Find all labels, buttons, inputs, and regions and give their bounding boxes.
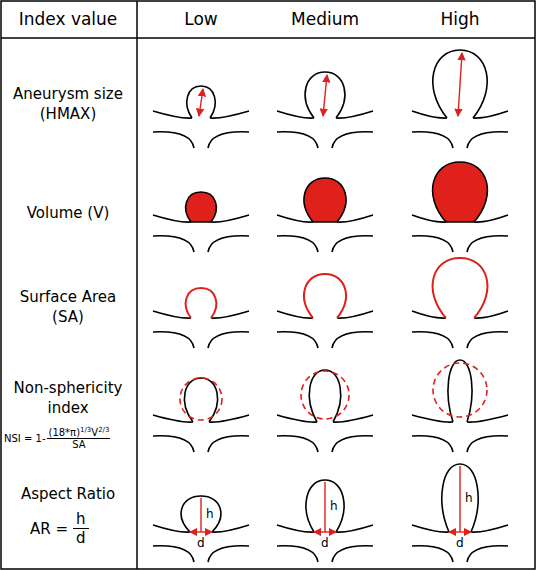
volume-fill xyxy=(304,178,346,222)
aneurysm-dome xyxy=(184,378,217,422)
column-header-cell: Medium xyxy=(270,8,380,31)
column-header: High xyxy=(440,9,479,29)
aneurysm-dome xyxy=(305,72,345,118)
denominator: SA xyxy=(47,438,110,450)
aneurysm-dome xyxy=(442,464,478,532)
dimension-label: d xyxy=(321,536,329,550)
height-arrow xyxy=(323,75,327,116)
dimension-label-cell: h xyxy=(465,490,485,506)
reference-sphere xyxy=(180,378,222,420)
formula-text: d xyxy=(76,529,86,547)
aneurysm-dome xyxy=(433,50,487,118)
height-arrow xyxy=(458,53,462,116)
formula-exponent: 1/3 xyxy=(80,426,91,434)
volume-fill xyxy=(186,192,217,222)
surface-outline xyxy=(186,288,217,318)
formula-cell: NSI = 1-(18*π)1/3V2/3SA xyxy=(4,426,136,450)
aneurysm-dome xyxy=(306,480,344,532)
aneurysm-dome xyxy=(187,86,215,118)
aneurysm-dome xyxy=(309,370,340,422)
column-rule xyxy=(136,1,138,569)
vessel-walls xyxy=(277,415,373,452)
dimension-label: d xyxy=(197,536,205,550)
vessel-walls xyxy=(277,311,373,348)
formula-cell: AR = hd xyxy=(30,510,120,547)
formula-text: SA xyxy=(72,439,85,450)
height-line xyxy=(459,466,460,532)
dimension-label-cell: h xyxy=(206,506,226,522)
dimension-label-cell: d xyxy=(197,535,217,551)
row-label: Aneurysm size (HMAX) xyxy=(13,85,123,123)
neck-line xyxy=(190,531,212,532)
dimension-label-cell: d xyxy=(456,535,476,551)
row-label-cell: Non-sphericity index xyxy=(3,378,133,419)
dimension-label-cell: h xyxy=(330,498,350,514)
formula-text: V xyxy=(91,427,98,438)
denominator: d xyxy=(73,528,89,547)
formula-exponent: 2/3 xyxy=(98,426,109,434)
row-label: Volume (V) xyxy=(27,204,110,222)
height-arrow xyxy=(199,89,203,116)
fraction: (18*π)1/3V2/3SA xyxy=(47,426,110,450)
vessel-walls xyxy=(153,311,249,348)
reference-sphere xyxy=(433,363,487,417)
aneurysm-dome xyxy=(181,496,221,532)
row-label-cell: Aneurysm size (HMAX) xyxy=(13,84,123,125)
numerator: h xyxy=(73,510,89,528)
column-header-cell: Low xyxy=(146,8,256,31)
dimension-label: h xyxy=(465,491,473,505)
height-line xyxy=(324,482,325,532)
formula-text: NSI = 1- xyxy=(4,433,45,444)
dimension-label: h xyxy=(330,499,338,513)
row-label: Aspect Ratio xyxy=(21,485,115,503)
neck-line xyxy=(449,531,471,532)
column-header-cell: Index value xyxy=(3,8,133,31)
height-line xyxy=(200,498,201,532)
surface-outline xyxy=(433,258,488,318)
numerator: (18*π)1/3V2/3 xyxy=(47,426,110,438)
row-label: Surface Area (SA) xyxy=(20,288,116,326)
column-header-cell: High xyxy=(405,8,515,31)
fraction: hd xyxy=(73,510,89,547)
surface-outline xyxy=(304,274,346,318)
dimension-label: d xyxy=(456,536,464,550)
row-label-cell: Volume (V) xyxy=(4,203,132,223)
header-rule xyxy=(1,37,535,39)
vessel-walls xyxy=(412,111,508,148)
dimension-label: h xyxy=(206,507,214,521)
neck-line xyxy=(314,531,336,532)
row-label-cell: Surface Area (SA) xyxy=(9,287,127,328)
column-header: Index value xyxy=(19,9,118,29)
dimension-label-cell: d xyxy=(321,535,341,551)
formula-text: (18*π) xyxy=(48,427,80,438)
vessel-walls xyxy=(412,415,508,452)
row-label: Non-sphericity index xyxy=(14,379,123,417)
reference-sphere xyxy=(301,371,349,419)
vessel-walls xyxy=(277,111,373,148)
vessel-walls xyxy=(412,311,508,348)
vessel-walls xyxy=(153,111,249,148)
volume-fill xyxy=(433,162,488,222)
column-header: Medium xyxy=(291,9,359,29)
aneurysm-dome xyxy=(448,360,472,422)
column-header: Low xyxy=(184,9,217,29)
formula-text: h xyxy=(76,510,86,528)
formula-text: AR = xyxy=(30,520,68,538)
row-label-cell: Aspect Ratio xyxy=(3,484,133,504)
